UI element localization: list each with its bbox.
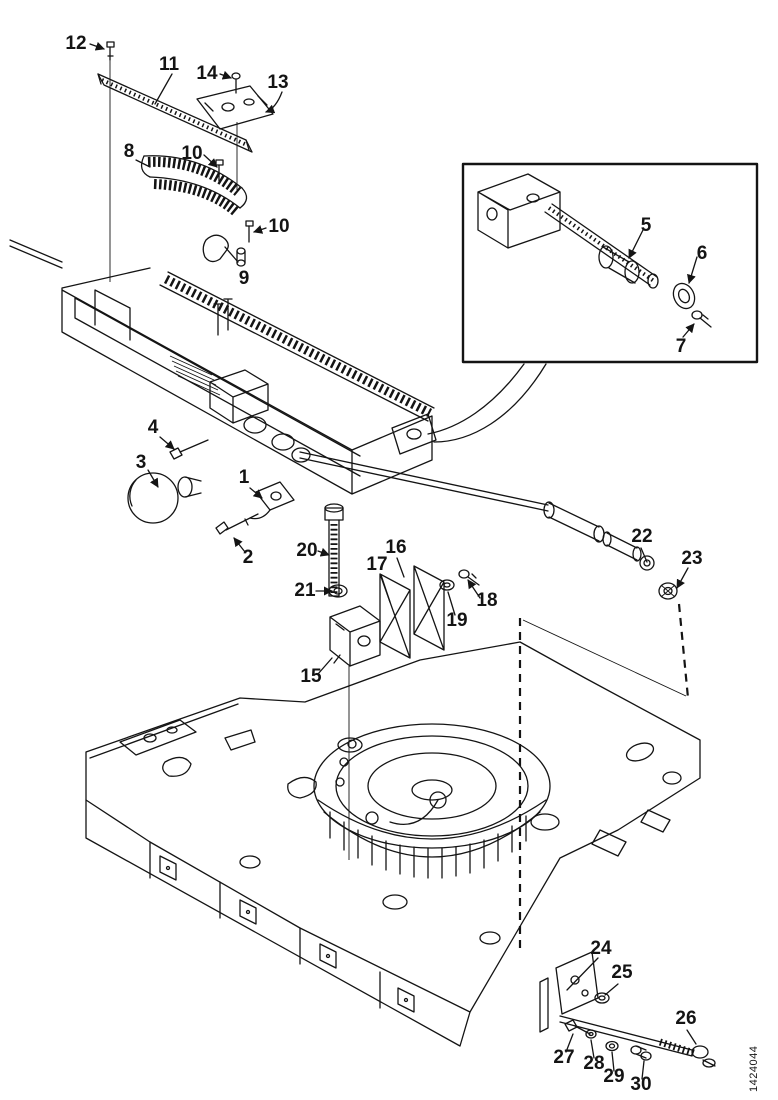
callout-29: 29 [603, 1066, 624, 1087]
part-5-roller [598, 245, 640, 284]
part-22-sleeve [543, 501, 655, 571]
leader-lines [89, 41, 698, 1080]
callout-3: 3 [136, 452, 147, 473]
callout-24: 24 [590, 938, 612, 959]
part-12-screw [106, 41, 115, 61]
callout-21: 21 [294, 580, 316, 601]
part-14-screw [231, 72, 241, 94]
ref-diagonal [522, 619, 687, 697]
callout-18: 18 [476, 590, 497, 611]
part-26-rod [559, 1015, 716, 1068]
ref-dash-23 [677, 603, 690, 699]
callout-30: 30 [630, 1074, 651, 1095]
callout-22: 22 [631, 526, 652, 547]
callout-4: 4 [148, 417, 159, 438]
part-9-clamp [202, 234, 246, 267]
callout-20: 20 [296, 540, 317, 561]
callout-8: 8 [124, 141, 135, 162]
callout-25: 25 [611, 962, 633, 983]
callout-14: 14 [196, 63, 218, 84]
inset-detail-box [461, 162, 759, 364]
part-27-bolt [564, 1019, 591, 1035]
callout-17: 17 [366, 554, 387, 575]
part-23-nut [658, 582, 678, 600]
drawing-number: 1424044 [748, 1046, 760, 1092]
callout-27: 27 [553, 1047, 574, 1068]
callout-11: 11 [159, 54, 180, 75]
callout-1: 1 [239, 467, 250, 488]
part-25-nut [594, 992, 610, 1004]
callout-15: 15 [300, 666, 322, 687]
part-4-bolt [169, 439, 209, 460]
part-10-screw-lower [245, 220, 254, 243]
callout-labels: 12 11 14 13 8 10 10 9 5 6 7 4 3 1 2 20 2… [65, 33, 707, 1095]
callout-13: 13 [267, 72, 288, 93]
part-8-chain [140, 155, 248, 216]
part-2-bolt [215, 513, 259, 535]
part-rod [9, 239, 549, 512]
callout-5: 5 [641, 215, 652, 236]
rail-assembly [61, 267, 437, 495]
part-24-bracket [539, 951, 599, 1033]
part-15-block [329, 605, 381, 667]
part-28-washer [585, 1029, 597, 1039]
part-13-plate [196, 85, 274, 130]
callout-16: 16 [385, 537, 406, 558]
callout-7: 7 [676, 336, 687, 357]
callout-10a: 10 [181, 143, 202, 164]
callout-10b: 10 [268, 216, 289, 237]
callout-26: 26 [675, 1008, 696, 1029]
callout-12: 12 [65, 33, 86, 54]
callout-2: 2 [243, 547, 254, 568]
callout-6: 6 [697, 243, 708, 264]
callout-23: 23 [681, 548, 702, 569]
chassis-frame [85, 641, 701, 1047]
part-11-support-bar [97, 73, 253, 153]
part-16-plate [413, 565, 445, 651]
callout-9: 9 [239, 268, 250, 289]
inset-callout-curve-1 [427, 363, 525, 435]
callout-28: 28 [583, 1053, 604, 1074]
part-1-bracket [249, 481, 295, 520]
part-18-screw [458, 569, 480, 586]
part-20-bolt [324, 503, 344, 597]
part-30-link [630, 1045, 652, 1061]
part-19-washer [439, 579, 455, 591]
part-29-nut [605, 1040, 619, 1052]
part-6-washer [672, 282, 696, 310]
part-7-screw [691, 310, 712, 328]
ring-gear [313, 723, 551, 879]
inset-callout-curve-2 [433, 363, 547, 443]
callout-19: 19 [446, 610, 467, 631]
part-3-motor [127, 472, 202, 524]
